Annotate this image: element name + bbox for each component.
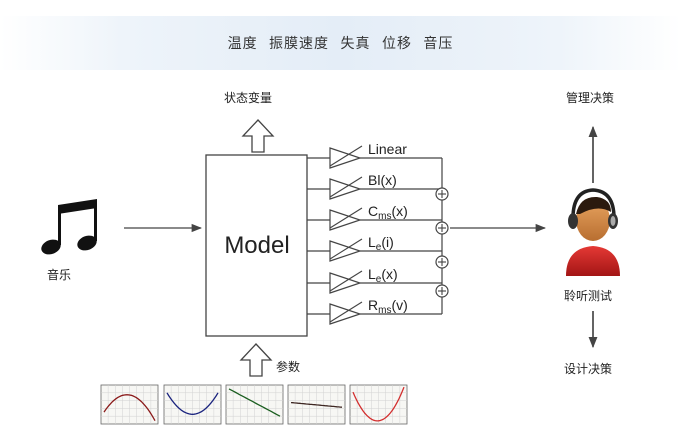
plot-curve xyxy=(228,388,281,417)
plot-curve xyxy=(103,394,156,422)
model-title: Model xyxy=(224,232,289,259)
parameter-plot-bowl xyxy=(163,384,222,425)
branch-label: Le(i) xyxy=(368,234,394,253)
nonlinear-slash xyxy=(329,207,363,229)
parameter-plot-u-curve xyxy=(349,384,408,425)
model-block xyxy=(205,154,308,337)
management-decision-label: 管理决策 xyxy=(566,91,615,105)
gain-triangle xyxy=(329,272,362,294)
branch-label: Bl(x) xyxy=(368,172,397,188)
gain-triangle xyxy=(329,209,362,231)
nonlinear-slash xyxy=(329,270,363,292)
header-title: 温度 振膜速度 失真 位移 音压 xyxy=(227,36,454,52)
branch-label: Rms(v) xyxy=(368,297,408,316)
branch-1: Bl(x) xyxy=(307,172,442,200)
state-variables-hollow-arrow xyxy=(241,119,275,153)
branch-label: Linear xyxy=(368,141,407,157)
parameters-hollow-arrow xyxy=(239,343,273,377)
gain-triangle xyxy=(329,240,362,262)
listening-test-label: 聆听测试 xyxy=(564,289,613,303)
gain-triangle xyxy=(329,147,362,169)
gain-triangle xyxy=(329,303,362,325)
state-variables-label: 状态变量 xyxy=(224,91,273,105)
parameter-plot-decline xyxy=(225,384,284,425)
branch-label: Cms(x) xyxy=(368,203,408,222)
listener-headphones-icon xyxy=(566,188,620,276)
branch-4: Le(x) xyxy=(307,266,442,294)
nonlinear-slash xyxy=(329,145,363,167)
nonlinear-slash xyxy=(329,238,363,260)
parameter-plots-group xyxy=(100,384,408,425)
plot-curve xyxy=(352,386,405,422)
branch-label: Le(x) xyxy=(368,266,398,285)
plot-curve xyxy=(166,392,219,415)
nonlinear-slash xyxy=(329,176,363,198)
plot-curve xyxy=(290,401,343,408)
parameters-label: 参数 xyxy=(276,360,301,374)
design-decision-label: 设计决策 xyxy=(564,362,613,376)
gain-triangle xyxy=(329,178,362,200)
parameter-plot-flat-decline xyxy=(287,384,346,425)
music-label: 音乐 xyxy=(47,268,72,282)
music-note-icon xyxy=(41,199,97,255)
branch-3: Le(i) xyxy=(307,234,442,262)
branch-2: Cms(x) xyxy=(307,203,442,231)
branch-5: Rms(v) xyxy=(307,297,442,325)
parameter-plot-hump xyxy=(100,384,159,425)
branch-0: Linear xyxy=(307,141,442,169)
nonlinear-slash xyxy=(329,301,363,323)
header-band xyxy=(0,16,681,70)
